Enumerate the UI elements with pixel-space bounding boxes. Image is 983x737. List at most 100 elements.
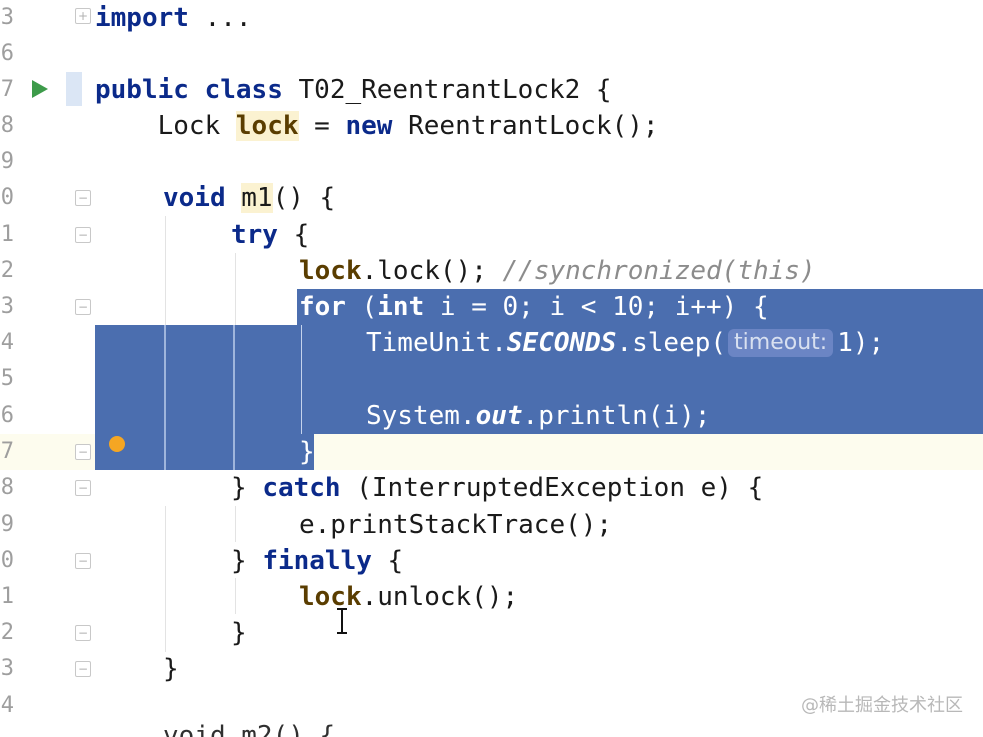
code-line[interactable]: } finally { [231,543,403,579]
code-text: 1); [837,328,885,358]
run-icon[interactable] [30,78,50,100]
intention-bulb-icon[interactable] [109,436,125,452]
fold-toggle-icon[interactable]: − [75,190,91,206]
code-line[interactable]: TimeUnit.SECONDS.sleep(timeout:1); [366,325,884,361]
code-line[interactable]: Lock lock = new ReentrantLock(); [95,108,659,144]
line-number: 4 [0,330,14,355]
code-line[interactable]: void m2() { [163,718,335,737]
line-number: 0 [0,548,14,573]
field-name: lock [299,582,362,612]
code-text: i = 0; i < 10; i++) { [424,292,769,322]
code-text: .sleep( [616,328,727,358]
code-line[interactable]: try { [231,217,309,253]
code-text: } [299,437,315,467]
line-number: 4 [0,693,14,718]
keyword: finally [262,546,372,576]
line-number: 7 [0,77,14,102]
text-cursor-icon [337,608,347,634]
code-line[interactable]: void m1() { [163,180,335,216]
code-text: ( [345,292,378,322]
line-number: 3 [0,294,14,319]
comment: //synchronized(this) [502,256,816,286]
line-number: 1 [0,584,14,609]
indent-guide [233,325,235,470]
code-line[interactable]: e.printStackTrace(); [299,507,612,543]
line-number: 6 [0,403,14,428]
line-number: 2 [0,258,14,283]
code-line[interactable]: } [163,651,179,687]
line-number: 2 [0,620,14,645]
gutter-marker [66,72,82,106]
code-text: void m2() { [163,721,336,737]
class-name: T02_ReentrantLock2 { [282,75,612,105]
keyword: try [231,220,278,250]
indent-guide [235,253,236,325]
line-number: 3 [0,656,14,681]
code-text: } [231,473,263,503]
keyword: class [204,75,283,105]
fold-toggle-icon[interactable]: − [75,625,91,641]
code-line[interactable]: public class T02_ReentrantLock2 { [95,72,612,108]
code-line[interactable]: } [299,434,315,470]
code-text: } [231,618,247,648]
code-line[interactable]: } [231,615,247,651]
line-number: 1 [0,222,14,247]
code-text: (InterruptedException e) { [340,473,764,503]
keyword: new [345,111,393,141]
code-text: e.printStackTrace(); [299,510,613,540]
code-text: = [298,111,346,141]
fold-toggle-icon[interactable]: + [75,8,91,24]
code-line[interactable]: lock.lock(); //synchronized(this) [299,253,816,289]
selection-region [95,434,314,470]
field-name: lock [299,256,362,286]
line-number: 9 [0,149,14,174]
line-number: 9 [0,512,14,537]
selection-region [297,289,983,325]
indent-guide [235,578,236,614]
code-text: .unlock(); [361,582,519,612]
fold-toggle-icon[interactable]: − [75,227,91,243]
field-name: lock [235,111,299,141]
code-line[interactable]: lock.unlock(); [299,579,518,615]
code-text: ReentrantLock(); [392,111,659,141]
code-text: .println(i); [522,401,711,431]
code-line[interactable]: } catch (InterruptedException e) { [231,470,763,506]
indent-guide [165,506,166,652]
code-text: { [277,220,310,250]
parameter-hint: timeout: [728,329,834,357]
keyword: int [377,292,425,322]
code-text: () { [272,183,336,213]
code-text: System. [366,401,476,431]
fold-toggle-icon[interactable]: − [75,480,91,496]
indent-guide [164,325,166,470]
indent-guide [301,325,302,434]
code-line[interactable]: System.out.println(i); [366,398,710,434]
code-line[interactable]: for (int i = 0; i < 10; i++) { [299,289,769,325]
code-line[interactable]: import ... [95,0,252,36]
code-text: ... [188,3,252,33]
code-text: } [163,654,179,684]
keyword: void [163,183,226,213]
static-field: SECONDS [506,328,617,358]
keyword: catch [262,473,341,503]
line-number: 3 [0,5,14,30]
fold-toggle-icon[interactable]: − [75,299,91,315]
static-field: out [475,401,523,431]
line-number: 7 [0,439,14,464]
fold-toggle-icon[interactable]: − [75,553,91,569]
method-name: m1 [241,183,273,213]
line-number: 6 [0,41,14,66]
code-text: TimeUnit. [366,328,507,358]
fold-toggle-icon[interactable]: − [75,444,91,460]
keyword: import [95,3,189,33]
fold-toggle-icon[interactable]: − [75,661,91,677]
line-number: 5 [0,366,14,391]
code-text: } [231,546,263,576]
code-text: Lock [95,111,236,141]
code-text: { [371,546,404,576]
keyword: for [299,292,346,322]
indent-guide [235,506,236,542]
line-number: 8 [0,113,14,138]
keyword: public [95,75,189,105]
